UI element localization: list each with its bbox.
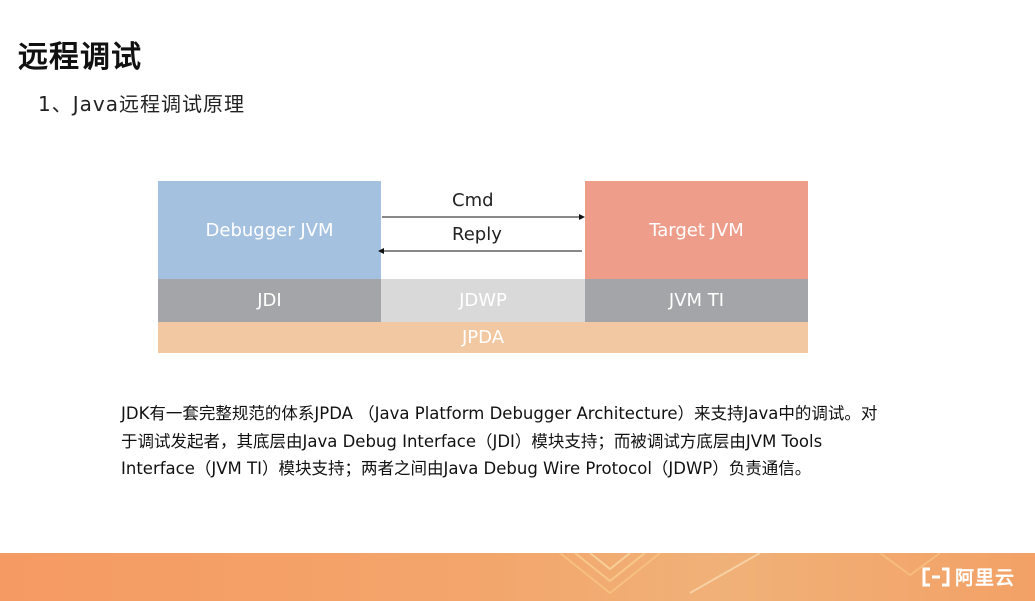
- debugger-jvm-box: Debugger JVM: [158, 181, 381, 279]
- section-subtitle: 1、Java远程调试原理: [38, 92, 245, 116]
- page-title: 远程调试: [18, 40, 142, 75]
- reply-arrow: [378, 248, 582, 254]
- reply-label: Reply: [452, 224, 502, 245]
- debugger-jvm-label: Debugger JVM: [205, 219, 334, 241]
- description-line: Interface（JVM TI）模块支持；两者之间由Java Debug Wi…: [121, 459, 812, 478]
- description-line: JDK有一套完整规范的体系JPDA （Java Platform Debugge…: [121, 404, 878, 423]
- jdi-label: JDI: [257, 290, 282, 311]
- target-jvm-label: Target JVM: [649, 219, 744, 241]
- jpda-box: JPDA: [158, 322, 808, 353]
- brand-name: 阿里云: [954, 567, 1015, 589]
- target-jvm-box: Target JVM: [585, 181, 808, 279]
- jvm-ti-box: JVM TI: [585, 279, 808, 322]
- footer-decoration: [559, 553, 941, 595]
- cmd-arrow: [382, 214, 585, 220]
- jdi-box: JDI: [158, 279, 381, 322]
- cmd-label: Cmd: [452, 190, 494, 211]
- jvm-ti-label: JVM TI: [668, 290, 725, 311]
- jdwp-label: JDWP: [459, 290, 507, 311]
- description-paragraph: JDK有一套完整规范的体系JPDA （Java Platform Debugge…: [121, 400, 921, 483]
- brand-logo: 阿里云: [921, 563, 1015, 590]
- description-line: 于调试发起者，其底层由Java Debug Interface（JDI）模块支持…: [121, 431, 823, 451]
- jdwp-box: JDWP: [381, 279, 585, 322]
- footer-band: 阿里云: [0, 553, 1035, 601]
- alibaba-cloud-logo-icon: [922, 567, 950, 586]
- jpda-label: JPDA: [461, 327, 505, 348]
